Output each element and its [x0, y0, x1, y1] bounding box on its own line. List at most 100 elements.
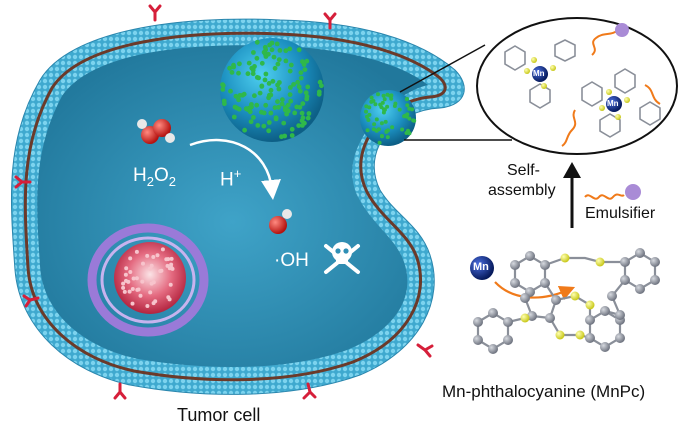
- texture-dot: [303, 90, 309, 96]
- texture-dot: [134, 249, 139, 254]
- texture-dot: [275, 99, 280, 104]
- mnpc-molecule: [473, 248, 660, 354]
- texture-dot: [252, 93, 257, 99]
- texture-dot: [160, 247, 165, 252]
- texture-dot: [364, 104, 369, 109]
- texture-dot: [298, 75, 304, 81]
- texture-dot: [123, 272, 128, 277]
- texture-dot: [165, 263, 170, 268]
- carbon-atom: [615, 310, 625, 320]
- texture-dot: [367, 112, 372, 117]
- texture-dot: [280, 97, 285, 103]
- carbon-atom: [527, 311, 537, 321]
- sulfur-atom: [560, 253, 570, 263]
- texture-dot: [266, 120, 272, 125]
- texture-dot: [283, 58, 289, 64]
- texture-dot: [364, 109, 368, 114]
- texture-dot: [392, 104, 397, 108]
- carbon-atom: [585, 315, 595, 325]
- texture-dot: [266, 51, 271, 57]
- texture-dot: [275, 61, 281, 67]
- texture-dot: [365, 128, 370, 133]
- texture-dot: [220, 87, 226, 92]
- h2o2-label-sub2: 2: [168, 173, 176, 189]
- texture-dot: [389, 93, 394, 98]
- texture-dot: [274, 41, 280, 47]
- texture-dot: [381, 110, 386, 115]
- texture-dot: [252, 64, 257, 69]
- texture-dot: [276, 104, 281, 110]
- sulfur-atom: [520, 313, 530, 323]
- texture-dot: [232, 104, 238, 110]
- texture-dot: [306, 111, 312, 116]
- texture-dot: [236, 106, 242, 112]
- texture-dot: [261, 110, 267, 116]
- texture-dot: [128, 256, 133, 261]
- texture-dot: [148, 290, 153, 295]
- texture-dot: [130, 301, 135, 306]
- texture-dot: [229, 70, 235, 75]
- texture-dot: [282, 133, 288, 139]
- texture-dot: [288, 98, 294, 104]
- texture-dot: [237, 61, 242, 67]
- texture-dot: [242, 127, 248, 133]
- carbon-atom: [525, 251, 535, 261]
- texture-dot: [285, 102, 291, 108]
- inset-zoom: [476, 17, 678, 155]
- carbon-atom: [488, 344, 498, 354]
- texture-dot: [297, 104, 303, 110]
- texture-dot: [251, 50, 256, 55]
- texture-dot: [168, 282, 173, 287]
- carbon-atom: [540, 278, 550, 288]
- carbon-atom: [503, 317, 513, 327]
- texture-dot: [296, 123, 302, 128]
- nucleus: [87, 223, 209, 337]
- texture-dot: [140, 279, 145, 284]
- texture-dot: [289, 133, 295, 138]
- texture-dot: [138, 293, 143, 298]
- texture-dot: [254, 39, 260, 45]
- texture-dot: [268, 92, 274, 98]
- texture-dot: [254, 55, 260, 61]
- texture-dot: [158, 269, 163, 274]
- carbon-atom: [607, 291, 617, 301]
- texture-dot: [134, 276, 139, 281]
- inset-molecule-1: [504, 39, 576, 109]
- h-plus-label: H+: [220, 166, 241, 191]
- texture-dot: [169, 256, 174, 261]
- texture-dot: [369, 95, 374, 100]
- texture-dot: [287, 46, 293, 52]
- texture-dot: [377, 140, 382, 145]
- carbon-atom: [650, 257, 660, 267]
- texture-dot: [241, 91, 247, 97]
- texture-dot: [297, 88, 303, 94]
- texture-dot: [277, 48, 283, 53]
- texture-dot: [298, 70, 304, 75]
- texture-dot: [287, 68, 293, 74]
- texture-dot: [271, 54, 277, 60]
- texture-dot: [285, 108, 291, 114]
- texture-dot: [149, 281, 154, 286]
- carbon-atom: [473, 335, 483, 345]
- texture-dot: [151, 255, 156, 259]
- texture-dot: [122, 289, 127, 294]
- texture-dot: [269, 47, 275, 53]
- carbon-atom: [488, 308, 498, 318]
- texture-dot: [259, 60, 265, 66]
- texture-dot: [276, 86, 282, 92]
- texture-dot: [299, 118, 305, 124]
- carbon-atom: [600, 342, 610, 352]
- texture-dot: [136, 287, 141, 292]
- h-plus-label-h: H: [220, 169, 234, 191]
- sulfur-atom: [595, 257, 605, 267]
- texture-dot: [251, 115, 256, 120]
- texture-dot: [369, 99, 374, 104]
- texture-dot: [385, 135, 390, 140]
- texture-dot: [121, 281, 126, 286]
- carbon-atom: [620, 257, 630, 267]
- receptor-icon: [14, 4, 434, 400]
- nanoparticle-small: [360, 90, 417, 146]
- sulfur-atom: [575, 330, 585, 340]
- inset-mn-label-2: Mn: [607, 99, 619, 108]
- texture-dot: [302, 67, 308, 72]
